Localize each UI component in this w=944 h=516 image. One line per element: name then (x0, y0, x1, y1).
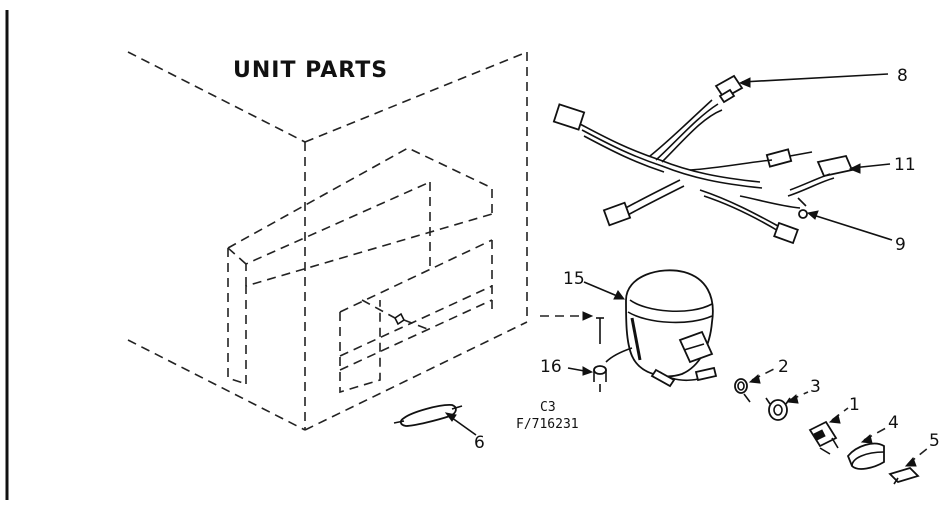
callout-15: 15 (563, 269, 585, 289)
callout-6: 6 (474, 433, 485, 453)
part-4-cover (846, 442, 885, 470)
callout-1: 1 (849, 395, 860, 415)
callout-9: 9 (895, 235, 906, 255)
cabinet-outline (127, 51, 528, 431)
callout-5: 5 (929, 431, 940, 451)
callout-8: 8 (897, 66, 908, 86)
callout-16: 16 (540, 357, 562, 377)
part-16-grommet (593, 365, 607, 392)
callout-11: 11 (894, 155, 916, 175)
model-code-line2: F/716231 (516, 417, 579, 432)
part-15-compressor (596, 269, 718, 388)
wire-harness (552, 74, 854, 245)
leader-9 (809, 213, 893, 241)
callout-3: 3 (810, 377, 821, 397)
diagram-title: UNIT PARTS (233, 58, 388, 83)
part-1-relay (808, 420, 839, 455)
part-5-clip (888, 466, 920, 485)
callout-2: 2 (778, 357, 789, 377)
callout-4: 4 (888, 413, 899, 433)
model-code-line1: C3 (540, 400, 556, 415)
part-3-overload (765, 397, 791, 421)
leader-8 (741, 73, 889, 83)
part-2-cap (734, 378, 751, 403)
part-6-drier (393, 404, 477, 436)
